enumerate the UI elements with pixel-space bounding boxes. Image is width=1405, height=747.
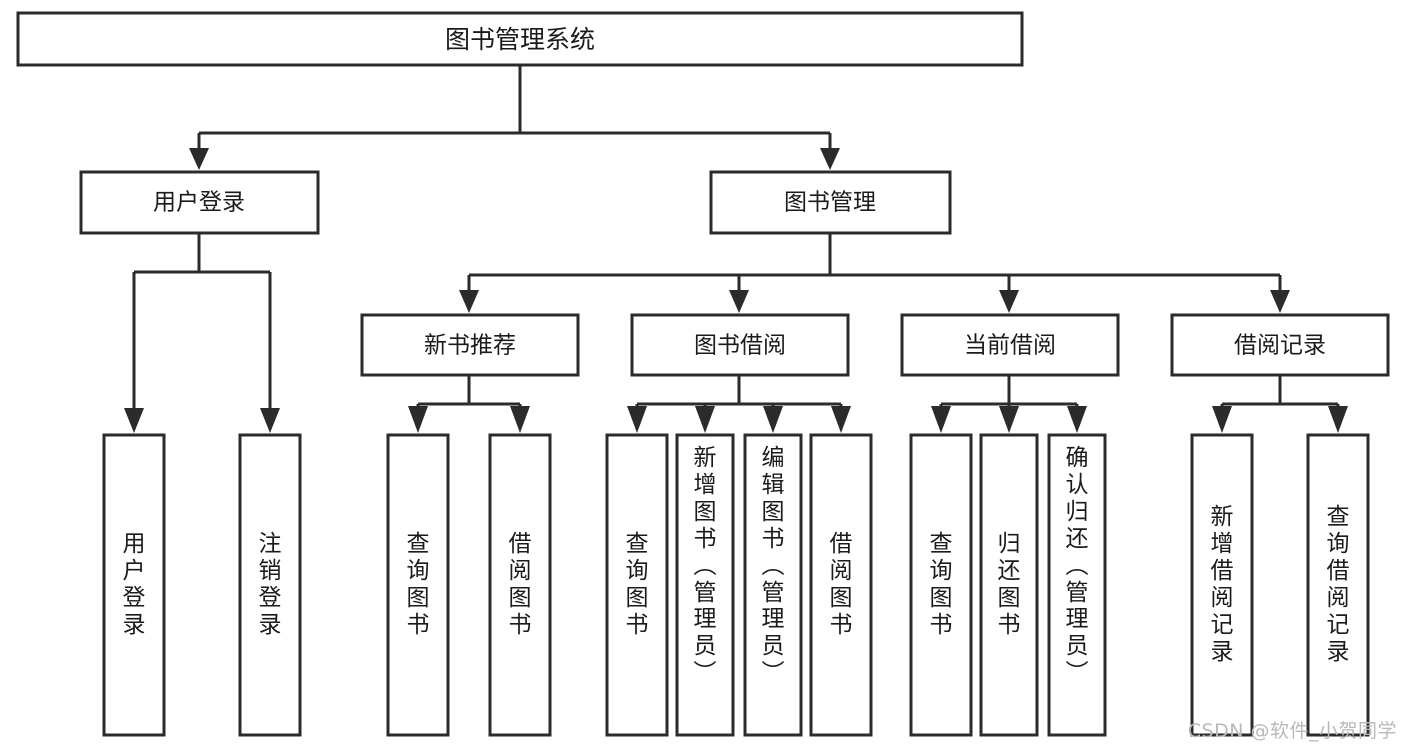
node-user-login-box[interactable] — [79, 170, 320, 235]
node-user-login-label: 用户登录 — [153, 190, 245, 216]
arrowhead-leaf-logout — [260, 408, 280, 433]
node-root-label: 图书管理系统 — [445, 25, 595, 54]
node-user-login[interactable]: 用户登录 — [79, 170, 320, 235]
arrowhead-leaf-confirm-return-admin — [1067, 406, 1087, 433]
node-borrow-record[interactable]: 借阅记录 — [1170, 313, 1390, 377]
leaf-query-book-2-box[interactable] — [605, 433, 669, 737]
arrowhead-leaf-borrow-book-1 — [510, 406, 530, 433]
arrowhead-leaf-query-book-3 — [931, 406, 951, 433]
leaf-add-borrow-record-box[interactable] — [1190, 433, 1254, 737]
arrowhead-book-borrow — [729, 290, 749, 313]
node-book-borrow-label: 图书借阅 — [694, 333, 786, 359]
connector-group-current-borrow — [931, 375, 1087, 433]
arrowhead-leaf-add-book-admin — [695, 406, 715, 433]
leaf-query-book-1-box[interactable] — [386, 433, 450, 737]
connector-group-root — [189, 66, 840, 170]
node-current-borrow-label: 当前借阅 — [964, 333, 1056, 359]
node-book-borrow-box[interactable] — [630, 313, 850, 377]
arrowhead-leaf-user-login — [124, 408, 144, 433]
arrowhead-current-borrow — [999, 290, 1019, 313]
connector-group-book-management — [459, 233, 1290, 313]
leaf-query-book-3-box[interactable] — [909, 433, 973, 737]
node-book-borrow[interactable]: 图书借阅 — [630, 313, 850, 377]
arrowhead-leaf-query-book-1 — [408, 406, 428, 433]
arrowhead-book-management — [820, 148, 840, 170]
leaf-user-login-box[interactable] — [102, 433, 166, 737]
connector-group-new-book-recommend — [408, 375, 530, 433]
leaf-box-group — [102, 433, 1370, 737]
arrowhead-leaf-add-borrow-record — [1212, 406, 1232, 433]
leaf-edit-book-admin-box[interactable] — [743, 433, 803, 737]
leaf-query-borrow-record-box[interactable] — [1306, 433, 1370, 737]
node-book-management-box[interactable] — [709, 170, 952, 235]
node-book-management-label: 图书管理 — [784, 190, 876, 216]
node-borrow-record-label: 借阅记录 — [1234, 333, 1326, 359]
arrowhead-leaf-return-book — [999, 406, 1019, 433]
arrowhead-leaf-edit-book-admin — [763, 406, 783, 433]
leaf-borrow-book-1-box[interactable] — [488, 433, 552, 737]
leaf-add-book-admin-box[interactable] — [675, 433, 735, 737]
node-current-borrow-box[interactable] — [900, 313, 1120, 377]
connector-group-user-login — [124, 233, 280, 433]
csdn-watermark: CSDN @软件_小贺同学 — [1187, 720, 1397, 742]
leaf-confirm-return-admin-box[interactable] — [1047, 433, 1107, 737]
node-new-book-recommend-box[interactable] — [360, 313, 580, 377]
node-root-box[interactable] — [16, 11, 1024, 67]
leaf-borrow-book-2-box[interactable] — [809, 433, 873, 737]
node-root[interactable]: 图书管理系统 — [16, 11, 1024, 67]
arrowhead-new-book-recommend — [459, 290, 479, 313]
arrowhead-leaf-query-borrow-record — [1328, 406, 1348, 433]
connector-group-book-borrow — [627, 375, 851, 433]
arrowhead-leaf-query-book-2 — [627, 406, 647, 433]
node-borrow-record-box[interactable] — [1170, 313, 1390, 377]
arrowhead-borrow-record — [1270, 290, 1290, 313]
connector-group-borrow-record — [1212, 375, 1348, 433]
leaf-return-book-box[interactable] — [979, 433, 1039, 737]
node-new-book-recommend[interactable]: 新书推荐 — [360, 313, 580, 377]
node-current-borrow[interactable]: 当前借阅 — [900, 313, 1120, 377]
arrowhead-user-login — [189, 148, 209, 170]
node-book-management[interactable]: 图书管理 — [709, 170, 952, 235]
arrowhead-leaf-borrow-book-2 — [831, 406, 851, 433]
node-new-book-recommend-label: 新书推荐 — [424, 333, 516, 359]
leaf-logout-box[interactable] — [238, 433, 302, 737]
